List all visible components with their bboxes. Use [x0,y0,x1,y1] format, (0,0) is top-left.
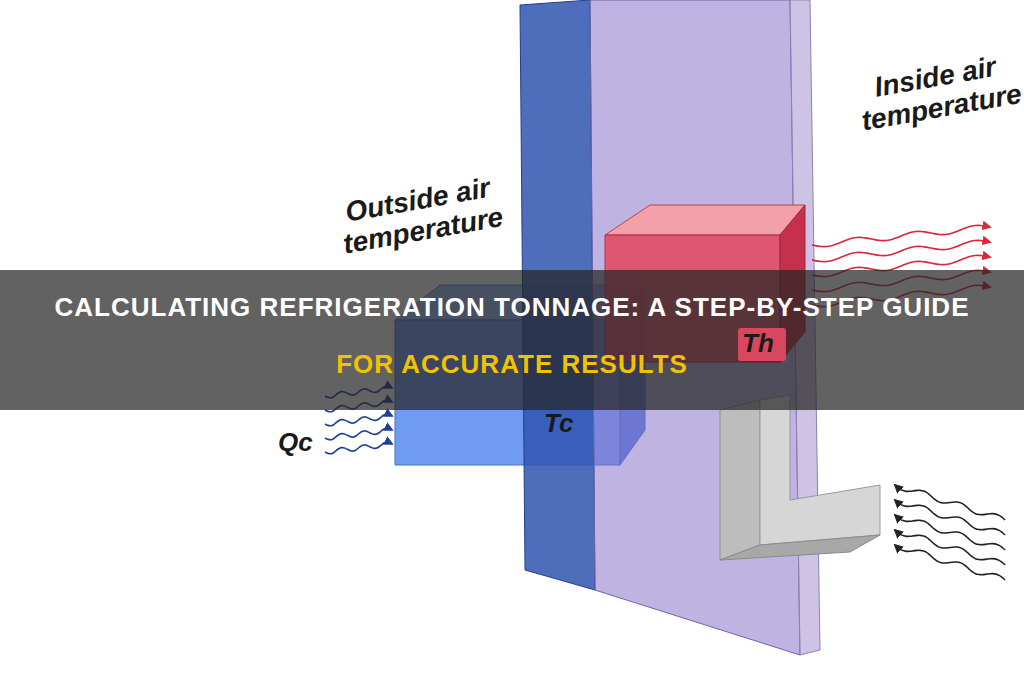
heat-arrow [895,515,1005,550]
cold-reservoir: Tc [540,408,586,441]
heat-arrow [325,428,392,439]
heat-symbol: Qc [278,428,338,457]
banner-subtitle: FOR ACCURATE RESULTS [0,350,1024,379]
heat-arrow [895,545,1005,580]
title-banner [0,270,1024,410]
heat-arrow [325,414,392,425]
inside-label: Inside air temperature [854,49,1022,137]
banner-title: CALCULATING REFRIGERATION TONNAGE: A STE… [0,292,1024,323]
heat-arrow [895,485,1005,520]
heat-arrow [895,500,1005,535]
outside-label: Outside air temperature [324,169,517,262]
temperature-symbol: Tc [544,409,582,438]
heat-arrow [325,442,392,453]
grey-support [720,395,880,560]
hot-reservoir: Th [738,328,786,361]
heat-arrow [895,530,1005,565]
temperature-symbol: Th [742,329,782,358]
